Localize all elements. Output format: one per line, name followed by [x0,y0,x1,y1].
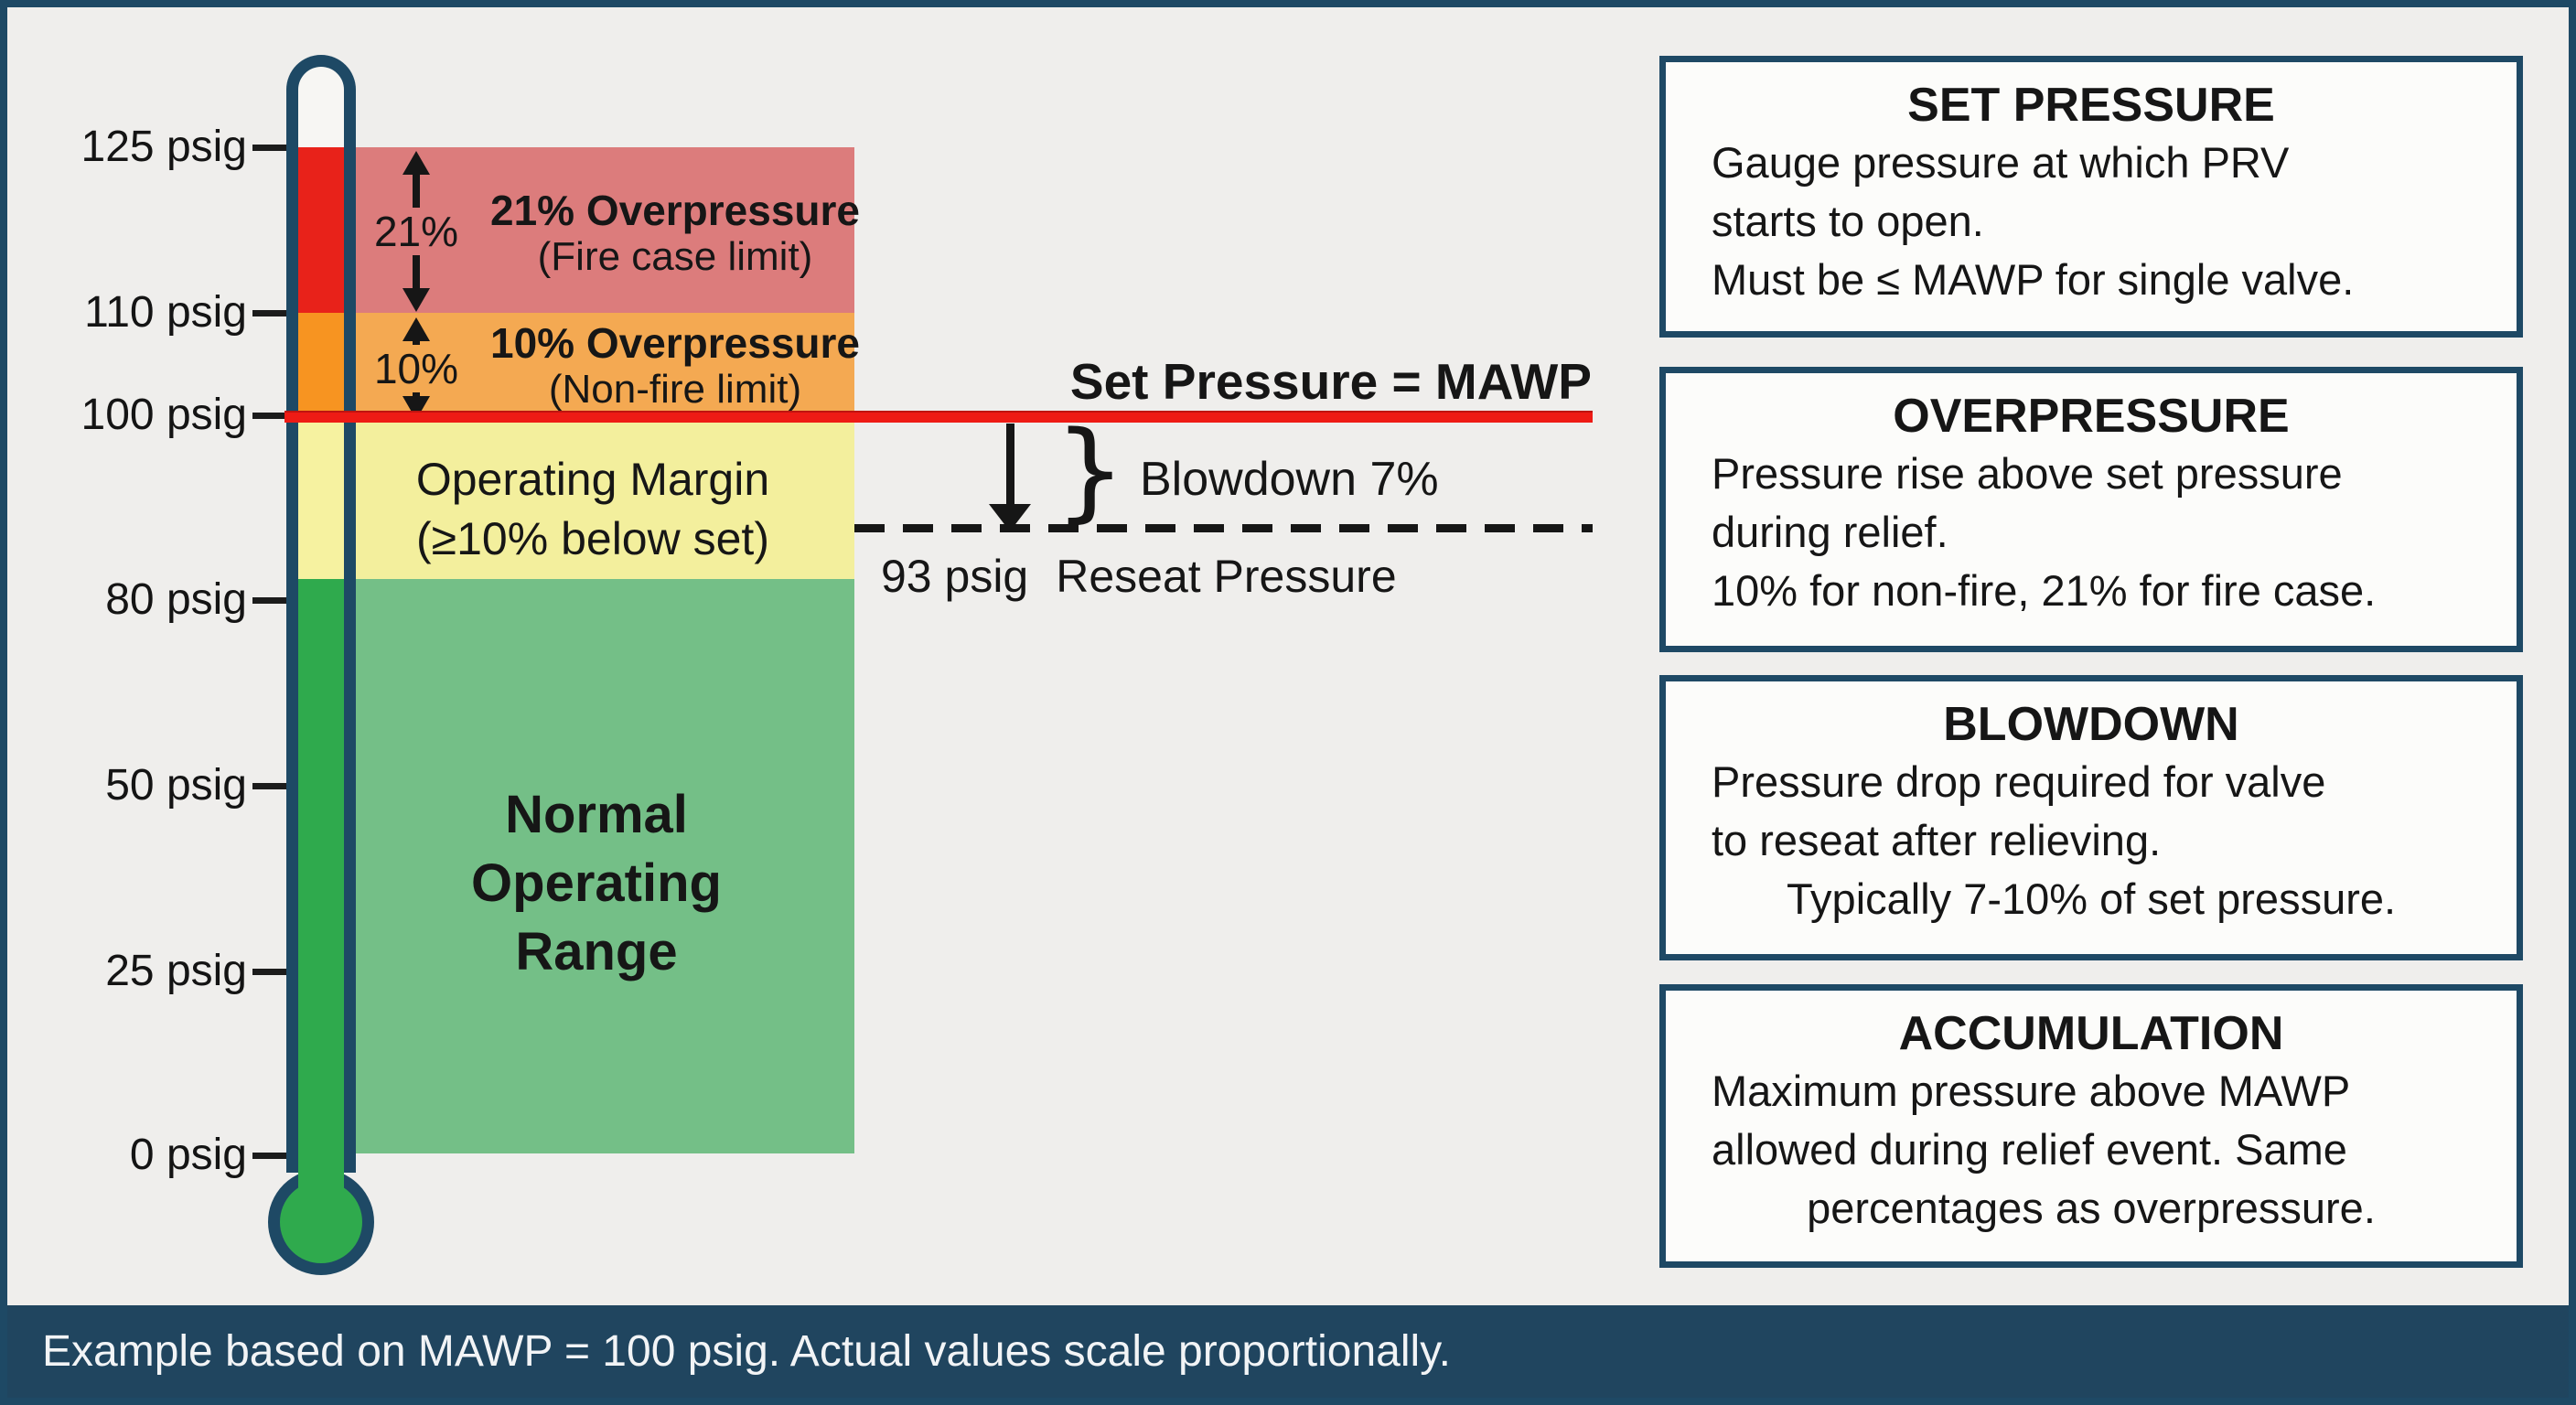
nonfire-overpressure-title: 10% Overpressure [489,319,861,367]
box-line: during relief. [1712,508,1948,556]
range-arrow-10pct: 10% [366,317,467,420]
blowdown-arrow-shaft [1006,424,1014,508]
box-title: BLOWDOWN [1943,698,2239,751]
reseat-pressure-label: Reseat Pressure [1056,551,1397,602]
box-line: Gauge pressure at which PRV [1712,138,2290,187]
tick-110psig [252,310,291,316]
definition-box-overpressure: OVERPRESSURE Pressure rise above set pre… [1659,367,2523,652]
scale-label-0psig: 0 psig [129,1131,247,1179]
arrow-shaft [413,255,420,288]
fire-overpressure-title: 21% Overpressure [489,187,861,234]
normal-operating-range-note: Normal Operating Range [436,780,757,986]
arrow-shaft [413,175,420,208]
box-line: percentages as overpressure. [1807,1184,2376,1232]
scale-label-125psig: 125 psig [80,123,247,171]
tick-125psig [252,145,291,151]
box-line: Pressure drop required for valve [1712,757,2326,806]
operating-margin-line2: (≥10% below set) [416,513,769,564]
arrowhead-up-icon [402,151,430,175]
tick-100psig [252,413,291,419]
reseat-pressure-note: 93 psig Reseat Pressure [881,550,1397,603]
scale-label-100psig: 100 psig [80,391,247,439]
footer-note: Example based on MAWP = 100 psig. Actual… [42,1327,1451,1376]
range-arrow-10pct-label: 10% [373,345,459,392]
fire-overpressure-note: 21% Overpressure (Fire case limit) [478,187,872,280]
arrowhead-down-icon [402,288,430,312]
range-arrow-21pct: 21% [366,151,467,312]
scale-label-25psig: 25 psig [105,947,247,995]
box-line: Typically 7-10% of set pressure. [1786,874,2397,923]
nonfire-overpressure-note: 10% Overpressure (Non-fire limit) [478,319,872,413]
definition-box-accumulation: ACCUMULATION Maximum pressure above MAWP… [1659,984,2523,1268]
tick-0psig [252,1153,291,1159]
box-line: Must be ≤ MAWP for single valve. [1712,255,2355,304]
box-line: to reseat after relieving. [1712,816,2162,864]
tick-25psig [252,969,291,975]
band-fire-overpressure [356,147,854,313]
tube-fill-orange [298,313,344,415]
normal-range-line1: Normal [505,785,688,844]
normal-range-line3: Range [515,922,678,981]
tick-80psig [252,597,291,604]
band-operating-margin [356,415,854,579]
box-line: Maximum pressure above MAWP [1712,1067,2351,1115]
range-arrow-21pct-label: 21% [373,208,459,255]
tube-fill-red [298,147,344,313]
operating-margin-note: Operating Margin (≥10% below set) [373,450,812,569]
operating-margin-line1: Operating Margin [415,454,770,505]
box-line: allowed during relief event. Same [1712,1125,2347,1174]
scale-label-50psig: 50 psig [105,761,247,810]
set-pressure-label: Set Pressure = MAWP [1069,353,1592,410]
set-pressure-line [284,411,1593,423]
tick-50psig [252,783,291,789]
footer-bar: Example based on MAWP = 100 psig. Actual… [7,1305,2569,1398]
reseat-pressure-value: 93 psig [881,551,1029,602]
box-line: 10% for non-fire, 21% for fire case. [1712,566,2377,615]
normal-range-line2: Operating [471,853,722,913]
fire-overpressure-subtitle: (Fire case limit) [537,234,813,279]
definition-box-set-pressure: SET PRESSURE Gauge pressure at which PRV… [1659,56,2523,338]
box-line: Pressure rise above set pressure [1712,449,2343,498]
blowdown-label: Blowdown 7% [1140,453,1439,506]
box-line: starts to open. [1712,197,1984,245]
box-title: OVERPRESSURE [1893,390,2290,443]
arrow-shaft [413,392,420,396]
band-nonfire-overpressure [356,313,854,415]
arrowhead-up-icon [402,317,430,341]
box-title: ACCUMULATION [1898,1007,2284,1060]
tube-fill-green [298,579,344,1219]
arrow-shaft [413,341,420,345]
blowdown-brace-icon: } [1054,407,1127,533]
box-title: SET PRESSURE [1907,79,2275,132]
band-normal-operating-range [356,579,854,1153]
definition-box-blowdown: BLOWDOWN Pressure drop required for valv… [1659,675,2523,960]
tube-fill-yellow [298,415,344,579]
reseat-pressure-dashed-line [854,524,1593,532]
nonfire-overpressure-subtitle: (Non-fire limit) [548,367,802,412]
scale-label-110psig: 110 psig [84,288,247,337]
scale-label-80psig: 80 psig [105,575,247,624]
